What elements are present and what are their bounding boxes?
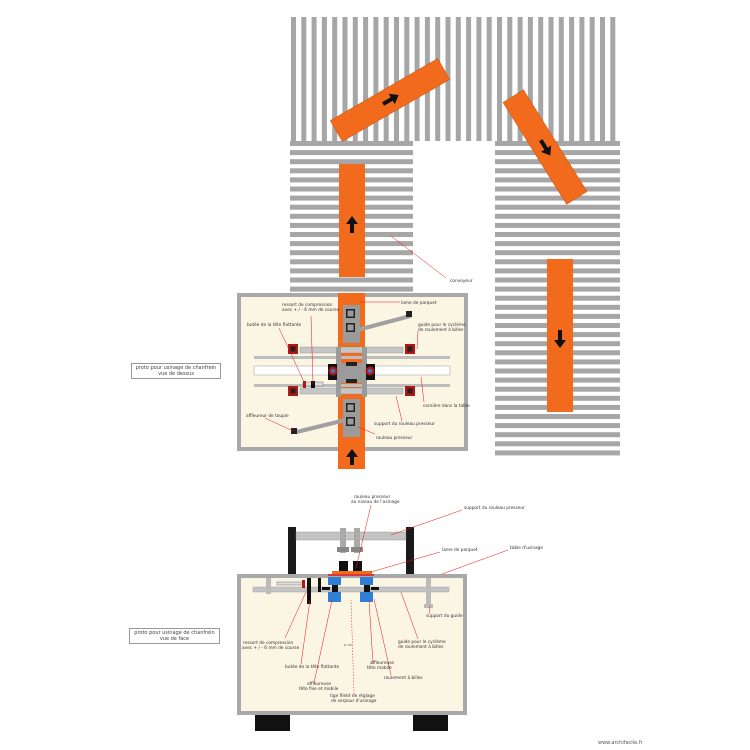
conveyor-roller xyxy=(495,213,620,219)
label-guide-front-1: guide pour le cyclème xyxy=(398,638,446,645)
label-tige-1: tige fileté de réglage xyxy=(330,692,375,699)
label-butee-front: butée de la tête flottante xyxy=(285,663,339,670)
top-view-table xyxy=(237,293,468,469)
conveyor-roller xyxy=(495,232,620,237)
conveyor-roller xyxy=(548,17,554,141)
label-support-guide: support du guide xyxy=(426,613,463,619)
conveyor-roller xyxy=(495,441,620,447)
conveyor-roller xyxy=(301,17,307,141)
conveyor-roller xyxy=(497,17,502,141)
title-top-view-line-2: vue de dessus xyxy=(158,371,194,377)
label-rouleau: rouleau presseur xyxy=(376,435,412,441)
conveyor-roller xyxy=(363,17,369,141)
conveyor-roller xyxy=(495,250,620,256)
small-dimension-note: 6 / 20 xyxy=(344,643,352,647)
conveyor-roller xyxy=(352,17,358,141)
conveyor-roller xyxy=(455,17,461,141)
conveyor-roller xyxy=(610,17,616,141)
conveyor-roller xyxy=(495,450,620,456)
label-affleureur: affleureur de toupie xyxy=(246,413,289,419)
label-ressort-1: ressort de compression xyxy=(282,302,332,308)
label-ressort-front-1: ressort de compression xyxy=(243,640,293,646)
arrow-up-icon xyxy=(346,216,358,233)
plank-right-conveyor xyxy=(547,259,573,412)
conveyor-roller xyxy=(342,17,348,141)
label-rouleaux-2: au niveau de l'usinage xyxy=(351,499,400,505)
label-convoyeur: convoyeur xyxy=(450,278,473,284)
conveyor-rollers-vertical xyxy=(291,17,616,141)
label-guide-1: guide pour le cyclème xyxy=(418,321,466,328)
watermark: www.archifacile.fr xyxy=(598,740,643,746)
conveyor-roller xyxy=(495,432,620,438)
plank-diagonal-right xyxy=(502,89,588,205)
conveyor-roller xyxy=(495,204,620,210)
front-view-machine xyxy=(237,527,467,731)
top-view-leaders xyxy=(264,235,447,435)
label-affleureuse-fixe-1: affleureuse xyxy=(307,681,331,687)
plank-left-conveyor xyxy=(339,164,365,277)
conveyor-roller xyxy=(600,17,605,141)
arrow-right-icon xyxy=(382,93,399,106)
conveyor-roller xyxy=(495,241,620,247)
label-affleureuse-mobile-2: tête mobile xyxy=(367,664,392,671)
front-view-labels: rouleau presseur au niveau de l'usinage … xyxy=(242,494,543,704)
top-view-labels: convoyeur lame de parquet ressort de com… xyxy=(246,278,473,441)
conveyor-roller xyxy=(466,17,472,141)
conveyor-roller xyxy=(538,17,544,141)
label-lame-parquet-front: lame de parquet xyxy=(442,547,478,553)
conveyor-roller xyxy=(495,141,620,146)
label-tige-2: de serpour d'usinage xyxy=(331,698,377,704)
title-front-view-line-1: proto pour usinage de chanfrein xyxy=(134,630,215,636)
conveyor-roller xyxy=(495,423,620,429)
label-support-rouleau: support du rouleau presseur xyxy=(374,421,435,427)
conveyor-roller xyxy=(495,222,620,228)
conveyor-roller xyxy=(527,17,533,141)
label-guide-front-2: de roulement à billes xyxy=(398,643,444,650)
conveyor-roller xyxy=(589,17,595,141)
title-top-view-line-1: proto pour usinage de chanfrein xyxy=(135,365,217,371)
label-ressort-front-2: avec + / - 6 mm de course xyxy=(242,645,300,651)
conveyor-roller xyxy=(321,17,327,141)
conveyor-roller xyxy=(373,17,379,141)
label-support-rouleau-front: support du rouleau presseur xyxy=(464,505,525,511)
conveyor-roller xyxy=(291,17,296,141)
conveyor-roller xyxy=(558,17,564,141)
label-rouleaux-1: rouleau presseur xyxy=(354,494,390,500)
conveyor-roller xyxy=(486,17,492,141)
plank-diagonal-left xyxy=(329,58,451,142)
conveyor-roller xyxy=(495,195,620,201)
conveyor-roller xyxy=(579,17,585,141)
conveyor-roller xyxy=(476,17,482,141)
conveyor-roller xyxy=(290,277,413,283)
label-roulement: roulement à billes xyxy=(384,674,423,681)
label-table-usinage: table d'usinage xyxy=(510,545,543,551)
conveyor-roller xyxy=(290,141,413,146)
title-front-view-line-2: vue de face xyxy=(159,636,190,642)
label-guide-2: de roulement à billes xyxy=(418,326,464,333)
conveyor-roller xyxy=(569,17,575,141)
conveyor-roller xyxy=(311,17,317,141)
arrow-up-icon xyxy=(346,449,358,465)
conveyor-roller xyxy=(332,17,338,141)
conveyor-roller xyxy=(383,17,389,141)
conveyor-roller xyxy=(394,17,399,141)
conveyor-roller xyxy=(517,17,523,141)
front-view-leaders xyxy=(284,504,509,695)
label-affleureuse-fixe-2: tête fixe et mobile xyxy=(299,685,339,692)
conveyor-roller xyxy=(290,286,413,292)
arrow-down-icon xyxy=(539,139,552,156)
label-affleureuse-mobile-1: affleureuse xyxy=(370,660,394,666)
title-front-view: proto pour usinage de chanfrein vue de f… xyxy=(129,628,220,644)
label-lame-parquet: lame de parquet xyxy=(401,300,437,306)
conveyor-roller xyxy=(495,414,620,419)
label-butee: butée de la tête flottante xyxy=(247,321,301,328)
conveyor-roller xyxy=(290,150,413,156)
label-ressort-2: avec + / - 6 mm de course xyxy=(282,307,340,313)
conveyor-roller xyxy=(290,159,413,165)
label-corniere: cornière dans la table xyxy=(423,402,470,409)
conveyor-roller xyxy=(507,17,513,141)
title-top-view: proto pour usinage de chanfrein vue de d… xyxy=(131,363,221,379)
arrow-down-icon xyxy=(554,330,566,348)
